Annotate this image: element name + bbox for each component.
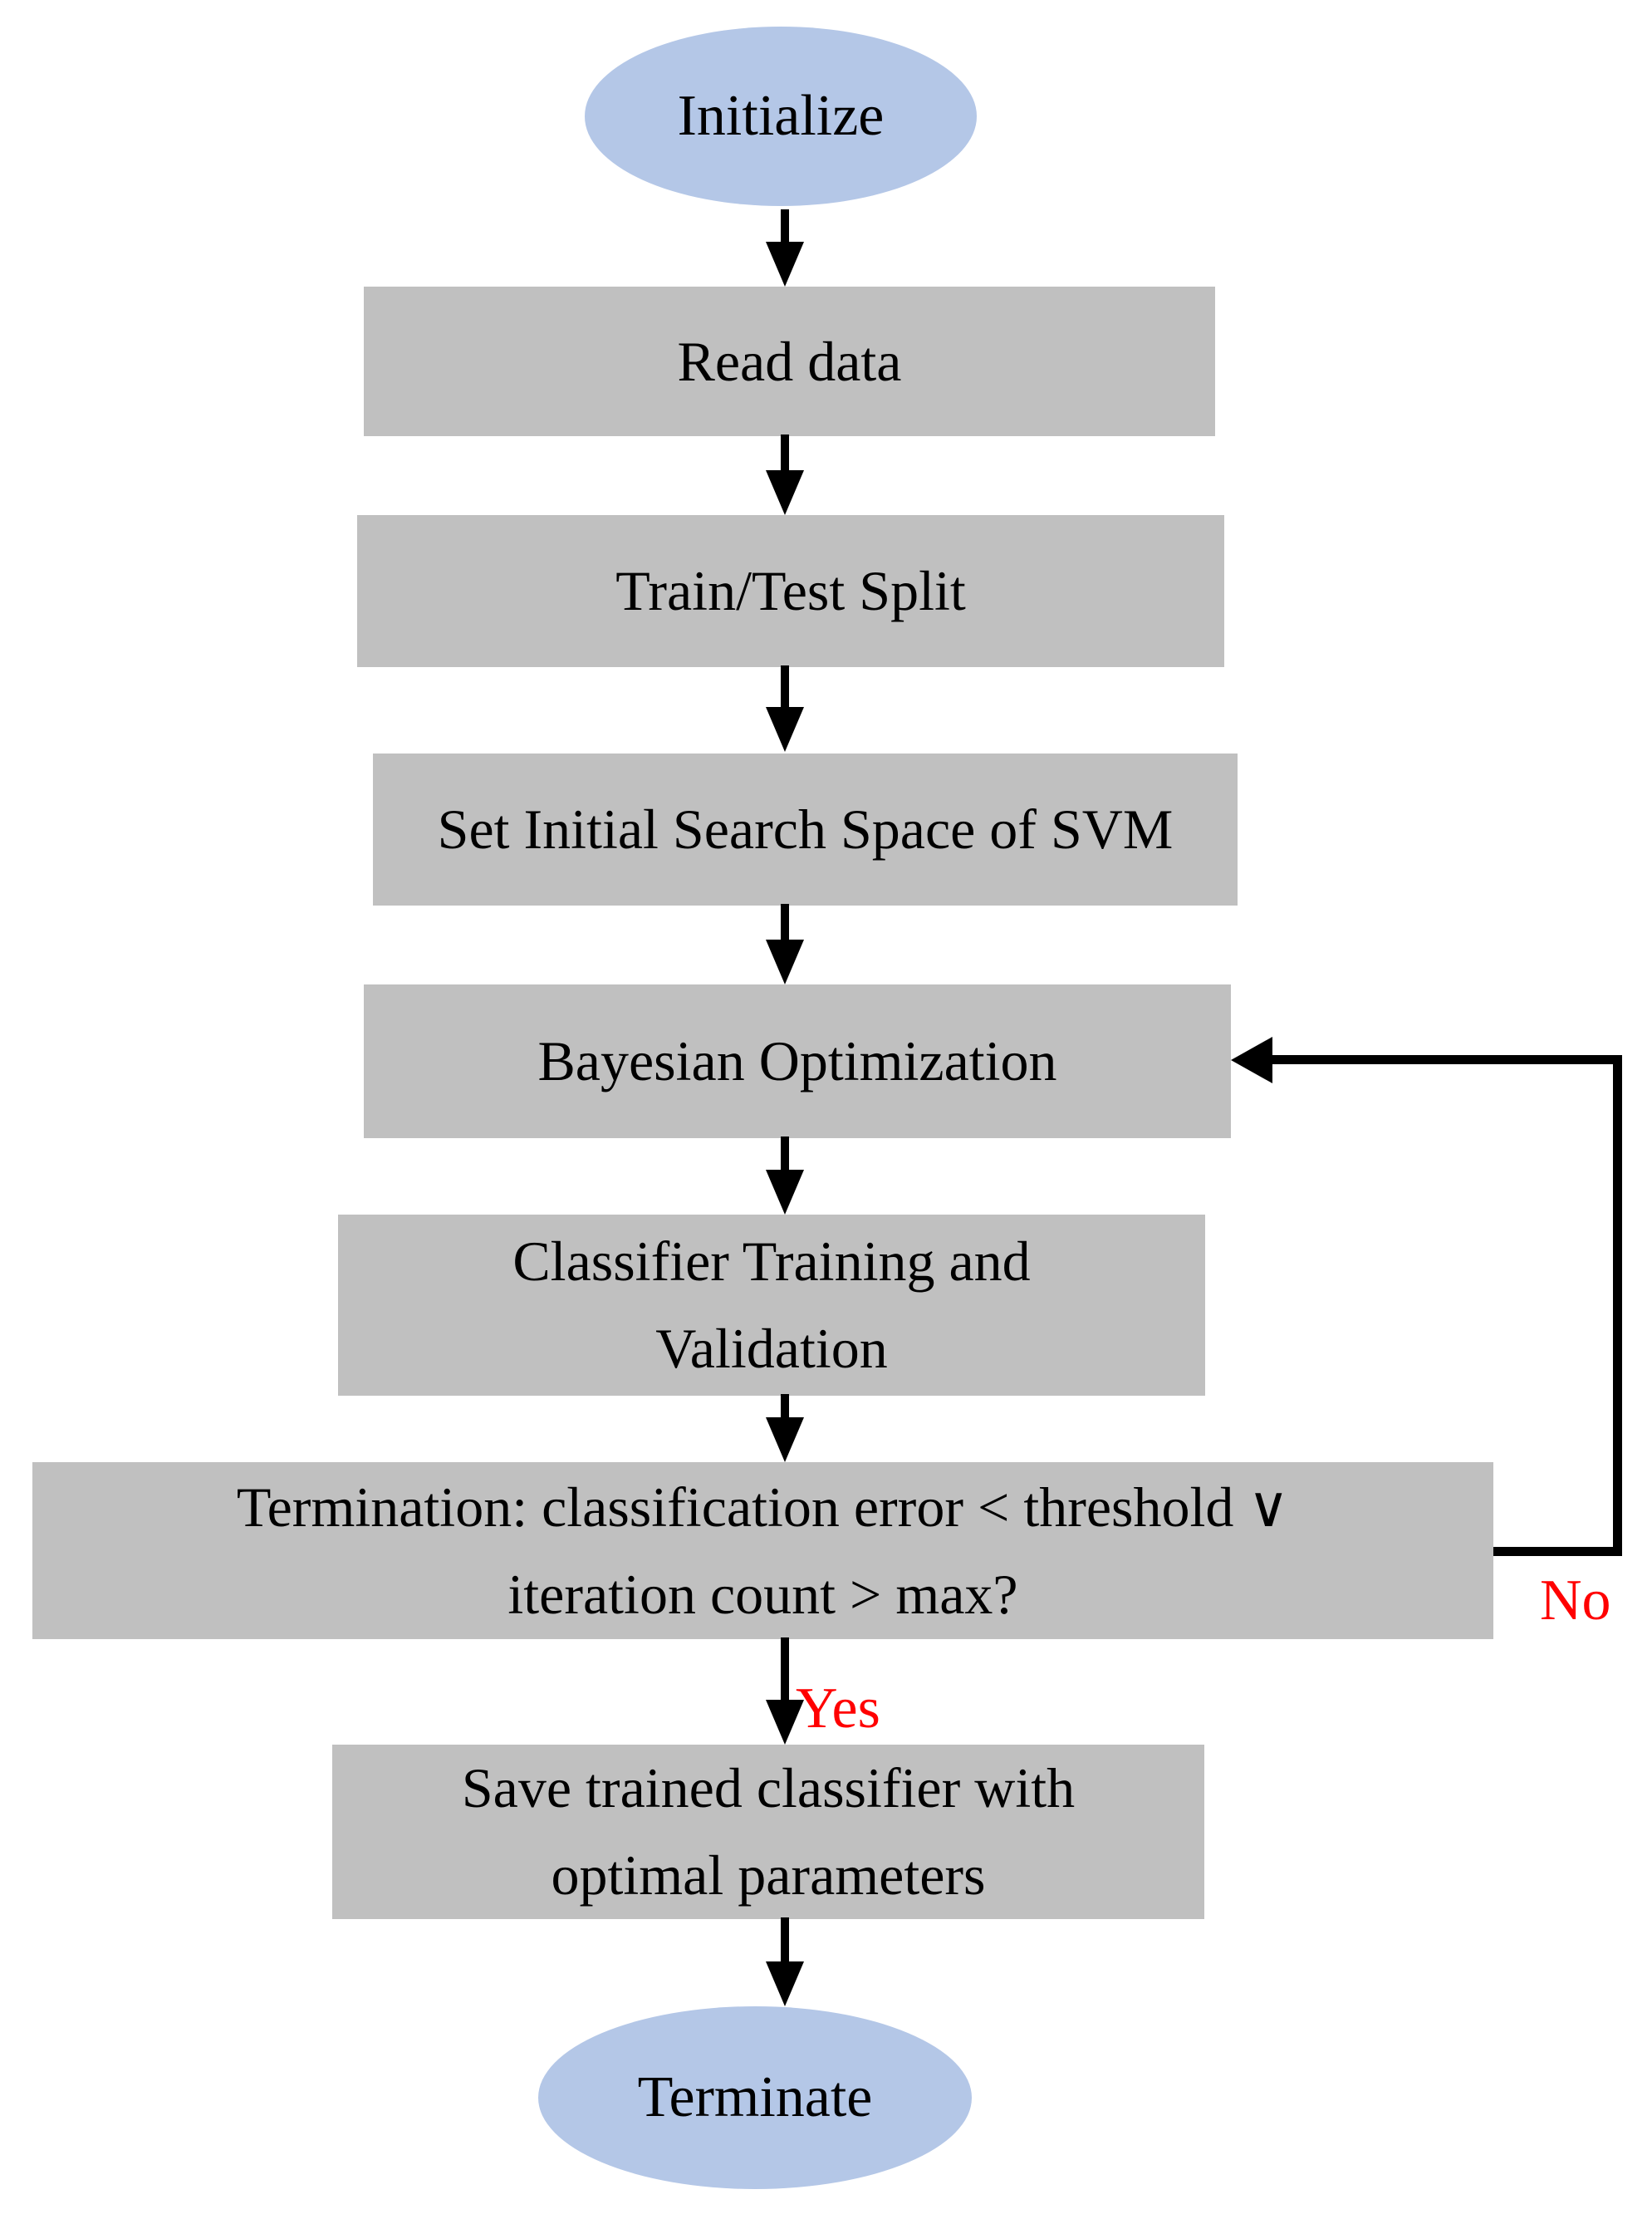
node-read-data: Read data xyxy=(364,287,1215,436)
arrow-down-icon xyxy=(766,470,804,515)
node-initialize: Initialize xyxy=(585,27,977,206)
node-train-test-split-label: Train/Test Split xyxy=(615,559,966,622)
node-read-data-label: Read data xyxy=(677,329,902,393)
arrow-down-icon xyxy=(766,1170,804,1215)
node-search-space-label: Set Initial Search Space of SVM xyxy=(437,798,1174,861)
node-bayesian-optimization: Bayesian Optimization xyxy=(364,984,1231,1138)
loopback-top-line xyxy=(1269,1055,1622,1064)
arrow-stem xyxy=(781,1137,789,1171)
arrow-stem xyxy=(781,1394,789,1419)
arrow-left-icon xyxy=(1231,1037,1272,1083)
node-bayesian-optimization-label: Bayesian Optimization xyxy=(537,1029,1057,1092)
arrow-down-icon xyxy=(766,707,804,752)
node-train-test-split: Train/Test Split xyxy=(357,515,1224,667)
arrow-down-icon xyxy=(766,1417,804,1462)
loopback-bottom-line xyxy=(1493,1547,1622,1556)
arrow-stem xyxy=(781,434,789,471)
arrow-down-icon xyxy=(766,242,804,287)
loopback-vertical-line xyxy=(1613,1055,1622,1556)
node-search-space: Set Initial Search Space of SVM xyxy=(373,754,1238,906)
node-save-classifier: Save trained classifier with optimal par… xyxy=(332,1745,1204,1919)
arrow-stem xyxy=(781,904,789,941)
edge-label-no: No xyxy=(1540,1569,1611,1632)
arrow-down-icon xyxy=(766,1961,804,2006)
edge-label-yes: Yes xyxy=(796,1677,880,1740)
arrow-down-icon xyxy=(766,940,804,984)
node-initialize-label: Initialize xyxy=(677,84,885,148)
arrow-down-icon xyxy=(766,1700,804,1745)
node-termination: Termination: classification error < thre… xyxy=(32,1462,1493,1639)
node-save-classifier-label: Save trained classifier with optimal par… xyxy=(461,1756,1076,1907)
node-terminate: Terminate xyxy=(538,2006,972,2189)
arrow-stem xyxy=(781,1637,789,1701)
node-classifier-training: Classifier Training and Validation xyxy=(338,1215,1205,1396)
arrow-stem xyxy=(781,209,789,244)
node-classifier-training-label: Classifier Training and Validation xyxy=(512,1230,1031,1380)
arrow-stem xyxy=(781,665,789,709)
arrow-stem xyxy=(781,1917,789,1963)
node-termination-label: Termination: classification error < thre… xyxy=(236,1475,1290,1626)
node-terminate-label: Terminate xyxy=(637,2065,873,2129)
